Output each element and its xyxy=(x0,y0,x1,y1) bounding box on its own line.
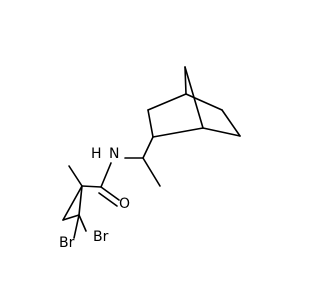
bond-carbonyl-o-2 xyxy=(98,192,118,207)
bond-c4-c5 xyxy=(185,93,223,111)
norbornane-ring xyxy=(147,66,241,138)
atom-label-o: O xyxy=(119,196,130,212)
atom-label-br-2: Br xyxy=(59,235,75,251)
bond-ring-ch xyxy=(142,136,154,159)
amide-group xyxy=(98,162,120,207)
atom-label-h: H xyxy=(91,146,102,162)
bond-c1-c2 xyxy=(152,127,204,138)
bond-cp-c1-methyl xyxy=(68,165,83,187)
bond-c3-c4 xyxy=(147,93,187,111)
atom-label-br-1: Br xyxy=(93,229,109,245)
bond-cp-c3-br2 xyxy=(73,214,80,239)
molecular-structure: H N O Br Br xyxy=(59,66,241,251)
bond-carbonyl-o-1 xyxy=(100,186,120,201)
bond-n-carbonyl xyxy=(100,162,112,188)
cyclopropane-ring xyxy=(62,165,102,239)
bond-c4-c7 xyxy=(184,66,187,95)
bond-cp-c2-c3 xyxy=(62,214,80,221)
bond-cp-c3-c1 xyxy=(78,185,83,216)
bond-c6-c1 xyxy=(202,127,241,137)
bond-c5-c6 xyxy=(221,109,241,137)
atom-label-n: N xyxy=(109,146,119,162)
bond-cp-c1-c2 xyxy=(62,185,83,221)
bond-cp-c3-br1 xyxy=(78,214,87,232)
bond-ch-methyl xyxy=(142,157,161,187)
bond-c2-c3 xyxy=(147,109,154,138)
bond-cp-c1-carbonyl xyxy=(81,185,102,188)
ethyl-linker xyxy=(124,136,161,187)
